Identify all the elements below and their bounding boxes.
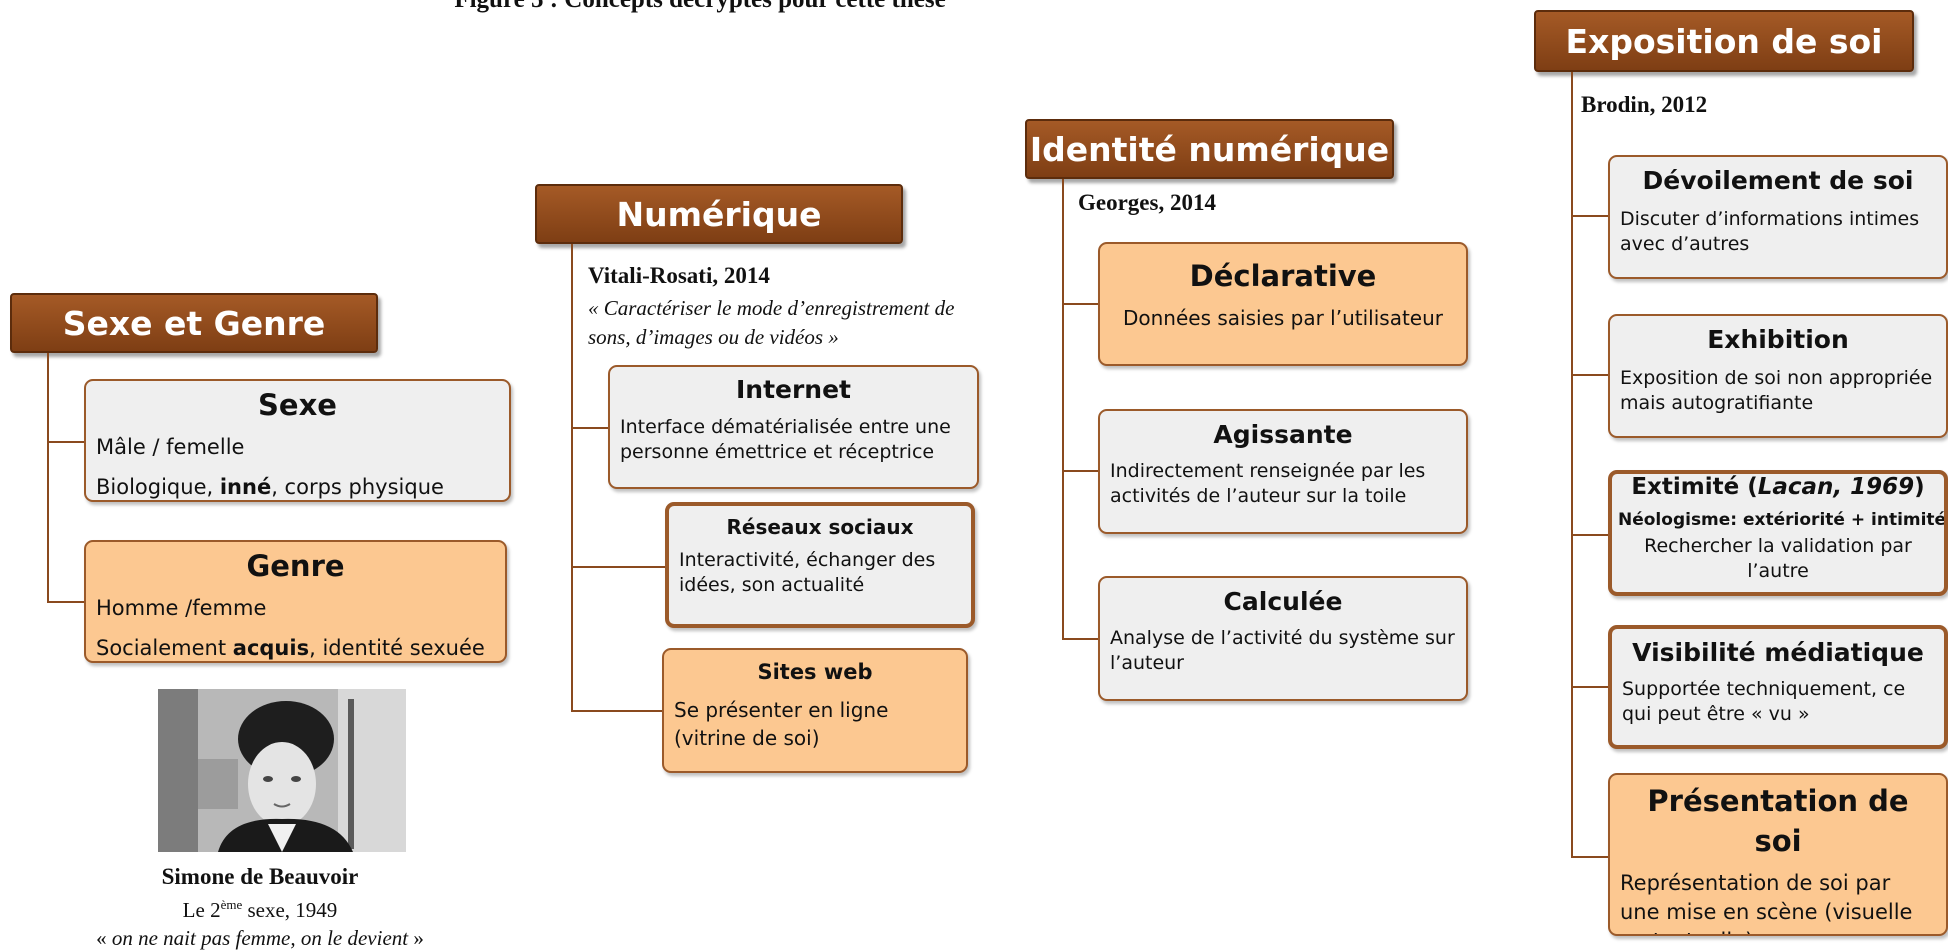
author-citation: Vitali-Rosati, 2014: [588, 263, 770, 288]
connector: [47, 601, 85, 603]
concept-text: Exposition de soi non appropriée mais au…: [1620, 367, 1933, 414]
concept-title: Dévoilement de soi: [1642, 166, 1914, 195]
concept-box-sexe: Sexe Mâle / femelle Biologique, inné, co…: [84, 379, 511, 502]
author-citation: Georges, 2014: [1078, 190, 1216, 215]
concept-title: Présentation de soi: [1647, 784, 1909, 858]
concept-text: Supportée techniquement, ce qui peut êtr…: [1622, 678, 1906, 725]
concept-text: Analyse de l’activité du système sur l’a…: [1110, 627, 1455, 674]
concept-text: Discuter d’informations intimes avec d’a…: [1620, 208, 1920, 255]
concept-subtitle: Néologisme: extériorité + intimité: [1618, 510, 1947, 530]
connector: [1571, 856, 1609, 858]
concept-box-sites-web: Sites web Se présenter en ligne (vitrine…: [662, 648, 968, 773]
connector: [571, 566, 666, 568]
concept-box-presentation-de-soi: Présentation de soi Représentation de so…: [1608, 773, 1948, 936]
concept-text: Rechercher la validation par l’autre: [1644, 535, 1912, 582]
connector: [1062, 303, 1099, 305]
concept-line: Mâle / femelle: [96, 435, 245, 459]
connector: [47, 441, 85, 443]
header-numerique-label: Numérique: [616, 194, 822, 234]
concept-line: Biologique, inné, corps physique: [96, 475, 444, 499]
caption-book: Le 2ème sexe, 1949: [182, 897, 338, 922]
header-numerique: Numérique: [535, 184, 903, 244]
portrait-image: [158, 689, 406, 852]
connector: [1062, 179, 1064, 640]
concept-box-declarative: Déclarative Données saisies par l’utilis…: [1098, 242, 1468, 366]
connector: [1571, 215, 1609, 217]
concept-box-visibilite-mediatique: Visibilité médiatique Supportée techniqu…: [1608, 625, 1948, 749]
connector: [1571, 686, 1609, 688]
concept-box-agissante: Agissante Indirectement renseignée par l…: [1098, 409, 1468, 534]
definition-quote: « Caractériser le mode d’enregistrement …: [588, 296, 955, 349]
concept-box-devoilement: Dévoilement de soi Discuter d’informatio…: [1608, 155, 1948, 279]
concept-title: Internet: [735, 375, 852, 404]
caption-quote: « on ne nait pas femme, on le devient »: [96, 926, 424, 950]
concept-text: Interactivité, échanger des idées, son a…: [679, 549, 936, 596]
concept-box-calculee: Calculée Analyse de l’activité du systèm…: [1098, 576, 1468, 701]
concept-title: Réseaux sociaux: [726, 515, 914, 539]
portrait-photo: [158, 689, 406, 852]
connector: [1571, 374, 1609, 376]
connector: [1571, 534, 1609, 536]
author-citation: Brodin, 2012: [1581, 92, 1708, 117]
concept-box-extimite: Extimité (Lacan, 1969) Néologisme: extér…: [1608, 470, 1948, 596]
concept-title: Extimité (Lacan, 1969): [1631, 474, 1925, 500]
concept-text: Se présenter en ligne (vitrine de soi): [674, 698, 889, 750]
header-exposition-de-soi-label: Exposition de soi: [1565, 21, 1883, 61]
connector: [571, 427, 609, 429]
header-identite-numerique: Identité numérique: [1025, 119, 1394, 179]
concept-title: Exhibition: [1707, 325, 1849, 354]
concept-line: Homme /femme: [96, 596, 267, 620]
concept-text: Représentation de soi par une mise en sc…: [1620, 871, 1913, 934]
concept-box-genre: Genre Homme /femme Socialement acquis, i…: [84, 540, 507, 663]
concept-title: Agissante: [1213, 420, 1353, 449]
concept-text: Indirectement renseignée par les activit…: [1110, 460, 1426, 507]
connector: [47, 353, 49, 603]
connector: [571, 244, 573, 712]
concept-title: Sexe: [258, 388, 337, 422]
connector: [1062, 470, 1099, 472]
concept-title: Genre: [246, 549, 345, 583]
concept-text: Interface dématérialisée entre une perso…: [620, 416, 951, 463]
figure-title: Figure 5 : Concepts décryptés pour cette…: [300, 0, 1100, 14]
concept-title: Sites web: [757, 660, 873, 684]
concept-title: Calculée: [1223, 587, 1343, 616]
header-identite-numerique-label: Identité numérique: [1029, 129, 1390, 169]
concept-title: Déclarative: [1189, 259, 1377, 293]
connector: [1062, 638, 1099, 640]
caption-name: Simone de Beauvoir: [161, 864, 359, 889]
concept-text: Données saisies par l’utilisateur: [1122, 306, 1444, 330]
connector: [571, 710, 663, 712]
concept-box-exhibition: Exhibition Exposition de soi non appropr…: [1608, 314, 1948, 438]
header-sexe-genre-label: Sexe et Genre: [62, 303, 326, 343]
concept-box-internet: Internet Interface dématérialisée entre …: [608, 365, 979, 489]
connector: [1571, 72, 1573, 858]
concept-box-reseaux-sociaux: Réseaux sociaux Interactivité, échanger …: [665, 502, 975, 628]
header-exposition-de-soi: Exposition de soi: [1534, 10, 1914, 72]
header-sexe-genre: Sexe et Genre: [10, 293, 378, 353]
portrait-caption: Simone de Beauvoir Le 2ème sexe, 1949 « …: [60, 863, 460, 952]
concept-title: Visibilité médiatique: [1632, 638, 1924, 667]
concept-line: Socialement acquis, identité sexuée: [96, 636, 485, 660]
